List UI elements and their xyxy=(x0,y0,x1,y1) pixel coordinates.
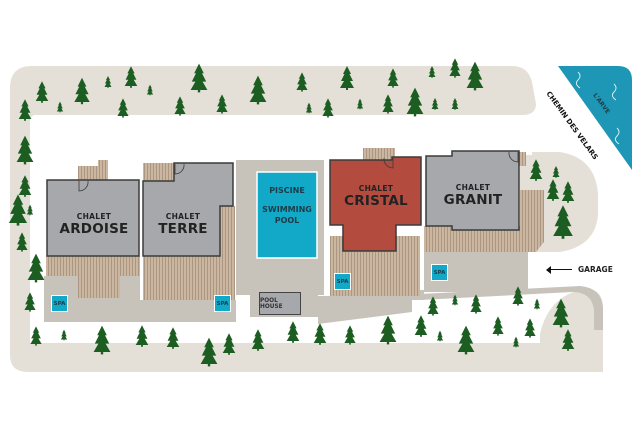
chalet-prefix: CHALET xyxy=(76,212,112,221)
chalet-terre-label: CHALET TERRE xyxy=(148,213,218,236)
pool-label: PISCINE SWIMMING POOL xyxy=(257,186,317,226)
lawn-southeast xyxy=(420,286,603,330)
chalet-prefix: CHALET xyxy=(455,183,491,192)
chalet-name: TERRE xyxy=(158,220,208,237)
wave-icon xyxy=(614,127,620,145)
courtyard xyxy=(44,115,532,155)
chalet-cristal-building xyxy=(329,156,422,252)
spa-label: SPA xyxy=(336,278,349,285)
garage-label: GARAGE xyxy=(578,265,613,274)
wave-icon xyxy=(611,83,617,101)
chalet-prefix: CHALET xyxy=(165,212,201,221)
river-arve xyxy=(558,66,632,170)
door-swing-icon xyxy=(174,163,185,175)
chalet-terre-building xyxy=(142,162,234,257)
chalet-ardoise-label: CHALET ARDOISE xyxy=(57,213,131,236)
chalet-name: CRISTAL xyxy=(344,192,408,209)
door-swing-icon xyxy=(508,151,519,163)
chalet-granit-label: CHALET GRANIT xyxy=(433,184,513,207)
arrow-left-icon xyxy=(546,265,572,274)
pool-label-en-1: SWIMMING xyxy=(262,205,312,215)
spa-label: SPA xyxy=(216,300,229,307)
spa-granit: SPA xyxy=(431,264,448,281)
spa-cristal: SPA xyxy=(334,273,351,290)
chalet-ardoise-building xyxy=(46,179,140,257)
spa-terre: SPA xyxy=(214,295,231,312)
chalet-granit-building xyxy=(425,150,520,231)
decks xyxy=(46,148,544,300)
pool-label-fr: PISCINE xyxy=(269,186,305,195)
spa-label: SPA xyxy=(433,269,446,276)
swimming-pool xyxy=(256,171,318,259)
garage-indicator: GARAGE xyxy=(546,265,613,274)
chalet-name: ARDOISE xyxy=(59,220,129,237)
pool-house-label: POOL HOUSE xyxy=(260,297,283,310)
chalet-prefix: CHALET xyxy=(358,184,394,193)
chalet-name: GRANIT xyxy=(443,191,503,208)
spa-ardoise: SPA xyxy=(51,295,68,312)
door-swing-icon xyxy=(78,180,89,192)
wave-icon xyxy=(575,71,581,89)
chalet-cristal-label: CHALET CRISTAL xyxy=(338,185,414,208)
pool-house: POOL HOUSE xyxy=(259,292,301,315)
door-swing-icon xyxy=(383,157,394,169)
outer-path xyxy=(10,66,603,372)
spa-label: SPA xyxy=(53,300,66,307)
pool-label-en-2: POOL xyxy=(274,215,300,225)
